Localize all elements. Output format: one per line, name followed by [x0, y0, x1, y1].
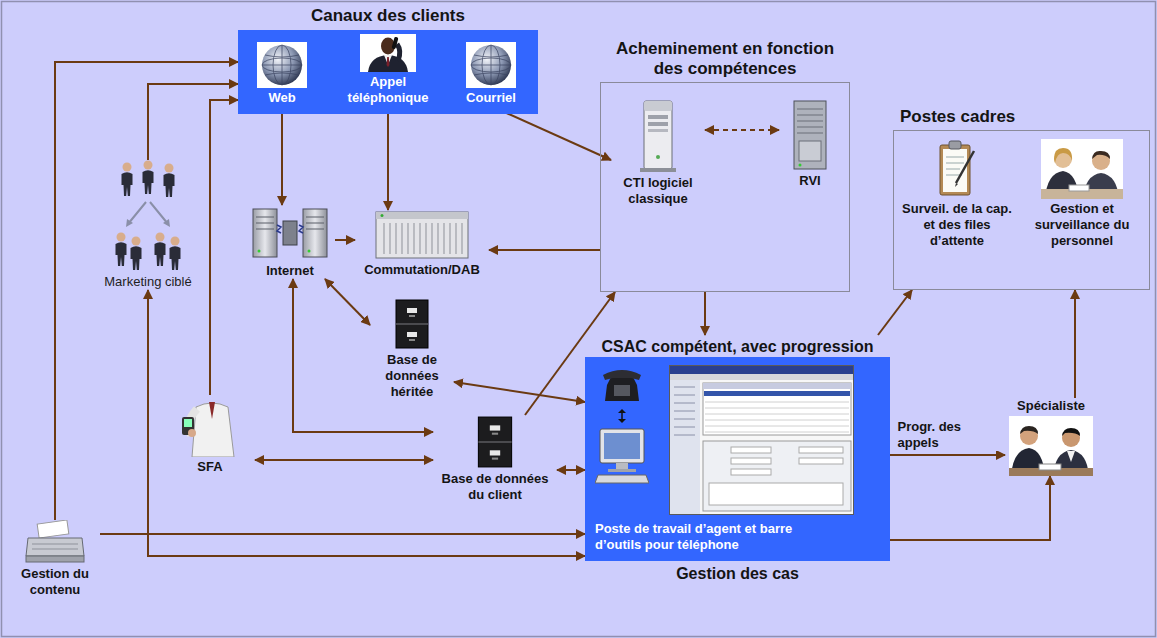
node-label: CSAC compétent, avec progression — [585, 337, 890, 357]
case-panel: Poste de travail d’agent et barre d’outi… — [585, 357, 890, 561]
node-label: Poste de travail d’agent et barre d’outi… — [595, 521, 835, 553]
connector — [878, 290, 912, 335]
node-label: RVI — [799, 173, 820, 189]
role-node: Spécialiste — [1005, 398, 1097, 476]
connector — [325, 279, 370, 325]
globe-icon — [466, 42, 516, 88]
connector — [890, 476, 1050, 540]
connector — [55, 62, 238, 520]
actor-node: SFA — [165, 395, 255, 475]
connector — [210, 100, 238, 395]
group-icon — [112, 160, 184, 272]
connector — [491, 106, 611, 160]
node-label: Gestion et surveillance du personnel — [1017, 201, 1147, 249]
connector — [335, 239, 355, 241]
node-label: Base de données du client — [433, 471, 557, 503]
connector — [704, 292, 706, 335]
database-node: Base de données du client — [433, 415, 557, 503]
device-column — [595, 365, 649, 485]
node-label: Internet — [266, 263, 314, 279]
channel-node: Web — [246, 34, 318, 106]
connector — [148, 290, 585, 556]
caller-icon — [360, 34, 416, 72]
connector — [1074, 290, 1076, 398]
system-node: CTI logiciel classique — [611, 99, 705, 207]
node-label: Base de données héritée — [370, 352, 454, 400]
link-icon — [599, 409, 645, 423]
meeting2-icon — [1009, 416, 1093, 476]
channel-node: Courriel — [452, 34, 530, 106]
scanner-icon — [24, 520, 86, 564]
node-label: Marketing ciblé — [104, 274, 191, 290]
routing-group: Acheminement en fonction des compétences… — [600, 82, 850, 292]
tower-icon — [635, 99, 681, 173]
connector — [557, 469, 585, 471]
connector — [148, 84, 238, 160]
pda-icon — [178, 395, 242, 457]
computer-icon — [595, 427, 649, 485]
database-node: Base de données héritée — [370, 298, 454, 400]
meeting-icon — [1041, 139, 1123, 199]
server2-icon — [788, 99, 832, 171]
node-label: Courriel — [466, 90, 516, 106]
node-label: CTI logiciel classique — [611, 175, 705, 207]
connector — [489, 249, 600, 251]
system-node: RVI — [779, 99, 841, 189]
node-label: Commutation/DAB — [364, 262, 480, 278]
channel-band: Canaux des clientsWebAppel téléphoniqueC… — [238, 30, 538, 114]
connector — [454, 382, 585, 402]
cabinet-icon — [392, 298, 432, 350]
node-label: Postes cadres — [894, 107, 1149, 127]
connector — [705, 129, 779, 131]
connector — [387, 106, 389, 210]
globe-icon — [257, 42, 307, 88]
case-management: CSAC compétent, avec progressionPoste de… — [585, 335, 890, 584]
role-node: Surveil. de la cap. et des files d’atten… — [898, 139, 1016, 249]
connector — [100, 533, 585, 535]
phone-icon — [599, 365, 645, 405]
system-node: Internet — [245, 205, 335, 279]
servers-icon — [250, 205, 330, 261]
system-node: Commutation/DAB — [355, 210, 489, 278]
node-label: Gestion des cas — [585, 561, 890, 584]
clipboard-icon — [936, 139, 978, 199]
content-node: Gestion du contenu — [10, 520, 100, 598]
node-label: Canaux des clients — [238, 6, 538, 26]
rack-icon — [374, 210, 470, 260]
workstation-row — [595, 365, 880, 515]
role-node: Gestion et surveillance du personnel — [1017, 139, 1147, 249]
cabinet-icon — [474, 415, 516, 469]
node-label: Web — [268, 90, 295, 106]
screen-icon — [669, 365, 854, 515]
actor-node: Marketing ciblé — [98, 160, 198, 290]
connector — [281, 106, 283, 205]
edge-label: Progr. des appels — [896, 419, 1000, 451]
connector — [890, 454, 1005, 456]
node-label: SFA — [197, 459, 222, 475]
node-label: Spécialiste — [1017, 398, 1085, 414]
node-label: Surveil. de la cap. et des files d’atten… — [898, 201, 1016, 249]
node-label: Acheminement en fonction des compétences — [601, 39, 849, 79]
node-label: Appel téléphonique — [334, 74, 442, 106]
management-group: Postes cadresSurveil. de la cap. et des … — [893, 130, 1150, 290]
node-label: Gestion du contenu — [10, 566, 100, 598]
connector — [255, 459, 433, 461]
channel-node: Appel téléphonique — [334, 34, 442, 106]
